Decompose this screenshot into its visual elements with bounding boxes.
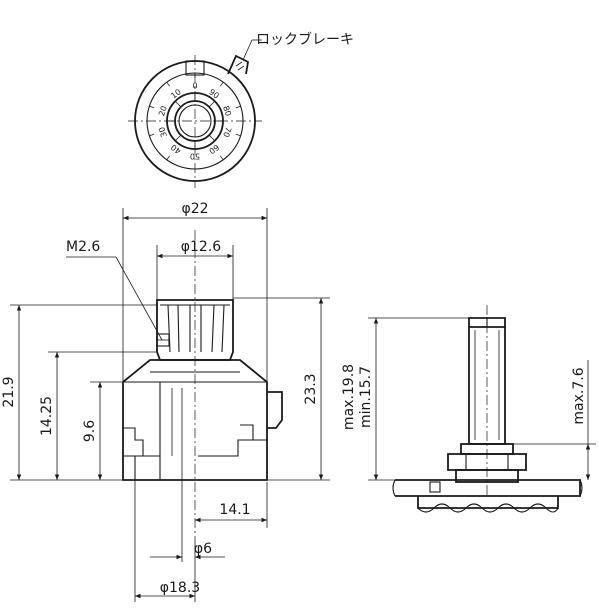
lock-brake-label: ロックブレーキ	[256, 31, 354, 48]
scale-20: 20	[157, 105, 169, 117]
dim-phi6-label: φ6	[194, 541, 212, 557]
side-view: max.19.8 min.15.7 max.7.6	[341, 305, 596, 513]
top-view: ロックブレーキ	[128, 31, 354, 188]
front-view: φ22 φ12.6 M2.6	[1, 201, 330, 602]
dim-233-label: 23.3	[303, 373, 319, 404]
dim-1425-label: 14.25	[39, 396, 55, 436]
dim-max-76-label: max.7.6	[571, 367, 587, 424]
scale-30: 30	[157, 126, 169, 138]
scale-80: 80	[221, 105, 233, 117]
dim-min-157-label: min.15.7	[358, 366, 374, 428]
dim-219-label: 21.9	[1, 376, 17, 407]
dim-phi183-label: φ18.3	[160, 580, 200, 596]
scale-90: 90	[207, 87, 221, 100]
screw-leader	[115, 256, 163, 341]
mounting-panel	[392, 479, 583, 513]
scale-0: 0	[192, 82, 197, 91]
dim-96-label: 9.6	[82, 420, 98, 442]
dial-base	[122, 359, 283, 481]
dim-141-label: 14.1	[219, 502, 250, 518]
screw-label: M2.6	[66, 239, 100, 255]
scale-ticks	[149, 73, 241, 161]
lock-brake-leader	[242, 39, 253, 61]
dim-max-198-label: max.19.8	[341, 364, 357, 430]
scale-50: 50	[190, 152, 200, 161]
dim-phi126-label: φ12.6	[181, 239, 222, 255]
scale-70: 70	[221, 126, 233, 138]
scale-10: 10	[169, 87, 183, 100]
lock-brake-tab	[227, 54, 249, 75]
dim-phi22-label: φ22	[181, 201, 208, 217]
